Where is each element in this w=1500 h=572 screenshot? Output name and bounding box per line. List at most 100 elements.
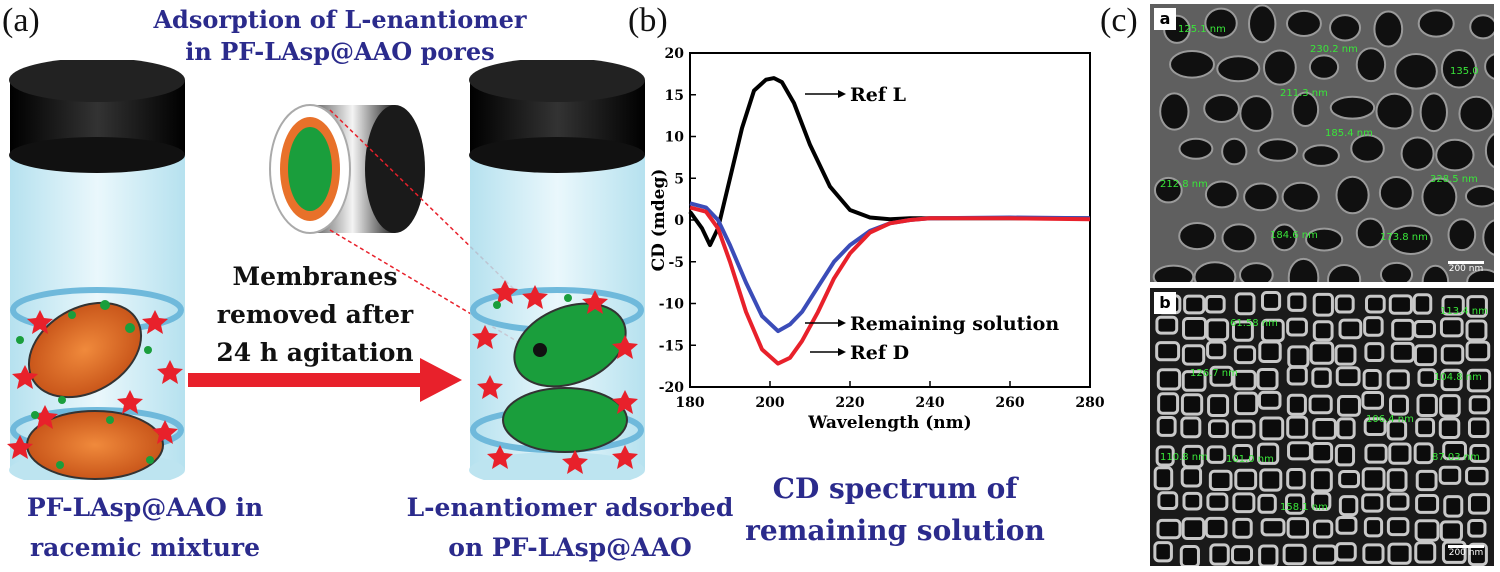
- sem-pore: [1338, 318, 1363, 340]
- sem-pore: [1414, 541, 1437, 564]
- sem-pore: [1155, 315, 1179, 335]
- sem-pore: [1335, 366, 1361, 387]
- sem-pore: [1439, 520, 1463, 542]
- sem-pore: [1312, 544, 1338, 565]
- sem-pore: [1467, 542, 1488, 566]
- sem-pore: [1419, 92, 1448, 133]
- sem-measure-label: 126.7 nm: [1190, 368, 1238, 379]
- sem-pore: [1394, 53, 1438, 90]
- left-stars: [7, 310, 183, 459]
- sem-pore: [1417, 368, 1437, 387]
- sem-pore: [1209, 365, 1234, 387]
- arrow-caption-line2: removed after: [216, 300, 414, 329]
- sem-pore: [1221, 137, 1248, 166]
- sem-measure-label: 125.1 nm: [1178, 24, 1226, 35]
- sem-pore: [1484, 53, 1494, 80]
- sem-pore: [1155, 445, 1175, 467]
- sem-pore: [1302, 144, 1340, 167]
- sem-measure-label: 104.8 nm: [1434, 372, 1482, 383]
- sem-pore: [1467, 417, 1490, 439]
- annotation-ref-d-text: Ref D: [850, 342, 909, 364]
- sem-pore: [1386, 492, 1410, 511]
- right-stars: [472, 280, 638, 474]
- sem-pore: [1156, 416, 1177, 437]
- sem-pore: [1443, 495, 1464, 518]
- sem-pore: [1180, 466, 1203, 488]
- sem-pore: [1458, 95, 1494, 132]
- sem-pore: [1334, 294, 1355, 314]
- sem-pore: [1239, 262, 1274, 282]
- sem-measure-label: 101.0 nm: [1226, 454, 1274, 465]
- sem-measure-label: 212.8 nm: [1160, 179, 1208, 190]
- sem-measure-label: 113.4 nm: [1440, 306, 1488, 317]
- x-tick-label: 200: [755, 395, 784, 411]
- sem-pore: [1466, 295, 1488, 318]
- sem-pore: [1413, 344, 1437, 367]
- y-tick-label: 20: [665, 46, 685, 62]
- sem-pore: [1232, 444, 1253, 463]
- sem-pore: [1388, 442, 1412, 465]
- sem-pore: [1232, 492, 1256, 514]
- sem-pore: [1157, 491, 1179, 510]
- sem-pore: [1287, 257, 1320, 282]
- sem-pore: [1482, 219, 1494, 256]
- sem-pore: [1262, 49, 1297, 86]
- sem-pore: [1257, 442, 1280, 465]
- sem-pore: [1309, 341, 1335, 365]
- sem-pore: [1180, 416, 1202, 439]
- sem-pore: [1465, 340, 1491, 362]
- right-membrane-top: [513, 302, 627, 388]
- sem-pore: [1386, 517, 1410, 537]
- sem-pore: [1308, 394, 1333, 415]
- sem-a-scalebar: 200 nm: [1448, 261, 1484, 274]
- sem-pore: [1355, 217, 1385, 249]
- sem-pore: [1286, 393, 1307, 416]
- sem-pore: [1305, 227, 1344, 252]
- sem-pore: [1208, 469, 1233, 491]
- x-tick-label: 260: [995, 395, 1024, 411]
- sem-pore: [1361, 467, 1386, 491]
- sem-measure-label: 110.8 nm: [1160, 452, 1208, 463]
- sem-pore: [1282, 543, 1307, 566]
- sem-measure-label: 230.2 nm: [1310, 44, 1358, 55]
- sem-pore: [1363, 517, 1384, 538]
- sem-pore: [1193, 261, 1237, 282]
- sem-pore: [1257, 493, 1277, 514]
- sem-pore: [1153, 541, 1173, 563]
- sem-pore: [1386, 419, 1408, 441]
- sem-pore: [1286, 317, 1308, 337]
- sem-pore: [1447, 218, 1477, 252]
- sem-pore: [1421, 177, 1458, 217]
- sem-pore: [1156, 368, 1182, 391]
- left-membrane-top: [27, 301, 143, 399]
- left-vial-caption: PF-LAsp@AAO in racemic mixture: [0, 488, 290, 568]
- sem-pore: [1442, 441, 1467, 461]
- left-vial-caption-line2: racemic mixture: [29, 533, 261, 562]
- sem-pore: [1204, 516, 1228, 539]
- sem-pore: [1337, 394, 1361, 417]
- sem-pore: [1466, 368, 1492, 393]
- left-vial-caption-line1: PF-LAsp@AAO in: [26, 493, 264, 522]
- annotation-remaining-text: Remaining solution: [850, 313, 1059, 335]
- sem-pore: [1310, 441, 1334, 464]
- sem-pore: [1440, 48, 1478, 89]
- sem-pore: [1413, 442, 1434, 465]
- sem-pore: [1375, 92, 1414, 130]
- sem-pore: [1281, 181, 1320, 212]
- sem-pore: [1205, 318, 1230, 342]
- sem-pore: [1334, 344, 1357, 366]
- left-dots: [16, 300, 154, 469]
- sem-pore: [1259, 468, 1283, 492]
- sem-pore: [1204, 7, 1238, 39]
- sem-pore: [1361, 390, 1385, 410]
- sem-a-texture: [1152, 4, 1494, 282]
- sem-a-tag: a: [1154, 8, 1176, 30]
- sem-pore: [1438, 465, 1462, 485]
- sem-pore: [1285, 9, 1322, 37]
- y-tick-label: -15: [659, 338, 684, 354]
- sem-pore: [1204, 180, 1239, 209]
- sem-pore: [1182, 491, 1203, 511]
- sem-pore: [1311, 367, 1332, 388]
- sem-pore: [1416, 393, 1438, 418]
- sem-pore: [1413, 319, 1436, 339]
